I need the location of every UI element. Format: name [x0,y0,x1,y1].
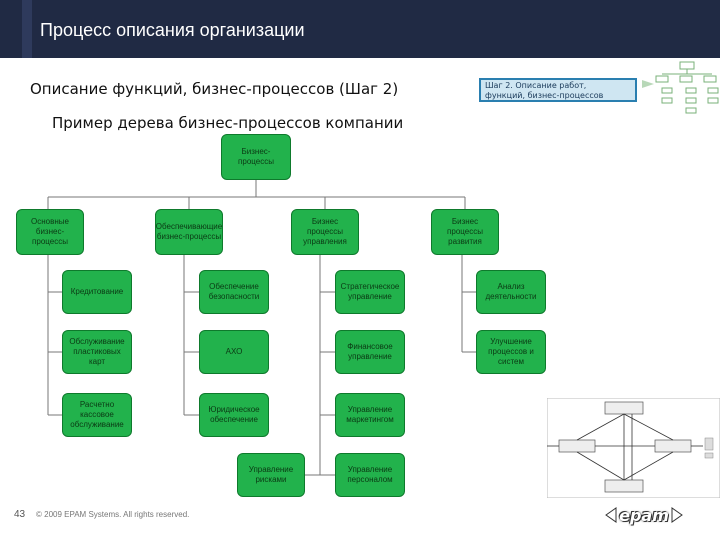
process-risk: Управление рисками [237,453,305,497]
root-node: Бизнес-процессы [221,134,291,180]
category-management: Бизнес процессы управления [291,209,359,255]
header-accent-bar [22,0,32,58]
process-card-service: Обслуживание пластиковых карт [62,330,132,374]
step-indicator-box: Шаг 2. Описание работ, функций, бизнес-п… [479,78,637,102]
process-legal: Юридическое обеспечение [199,393,269,437]
process-lending: Кредитование [62,270,132,314]
process-hr: Управление персоналом [335,453,405,497]
step-line-2: функций, бизнес-процессов [485,91,604,100]
subtitle-step: Описание функций, бизнес-процессов (Шаг … [30,80,399,98]
process-security: Обеспечение безопасности [199,270,269,314]
mini-tree-icon [642,61,719,114]
process-analysis: Анализ деятельности [476,270,546,314]
category-support: Обеспечивающие бизнес-процессы [155,209,223,255]
logo-text: epam [619,505,669,525]
step-line-1: Шаг 2. Описание работ, [485,81,587,90]
category-core: Основные бизнес-процессы [16,209,84,255]
slide-title: Процесс описания организации [40,20,305,40]
category-development: Бизнес процессы развития [431,209,499,255]
epam-logo: epam [604,505,684,525]
slide-header: Процесс описания организации [0,0,720,58]
process-finance: Финансовое управление [335,330,405,374]
subtitle-example: Пример дерева бизнес-процессов компании [52,114,404,132]
logo-arrows-icon [605,507,683,523]
process-marketing: Управление маркетингом [335,393,405,437]
process-map-thumbnail [547,398,720,498]
process-cash-service: Расчетно кассовое обслуживание [62,393,132,437]
process-improvement: Улучшение процессов и систем [476,330,546,374]
page-number: 43 [14,509,26,520]
process-strategy: Стратегическое управление [335,270,405,314]
process-admin: АХО [199,330,269,374]
copyright-text: © 2009 EPAM Systems. All rights reserved… [36,510,190,519]
